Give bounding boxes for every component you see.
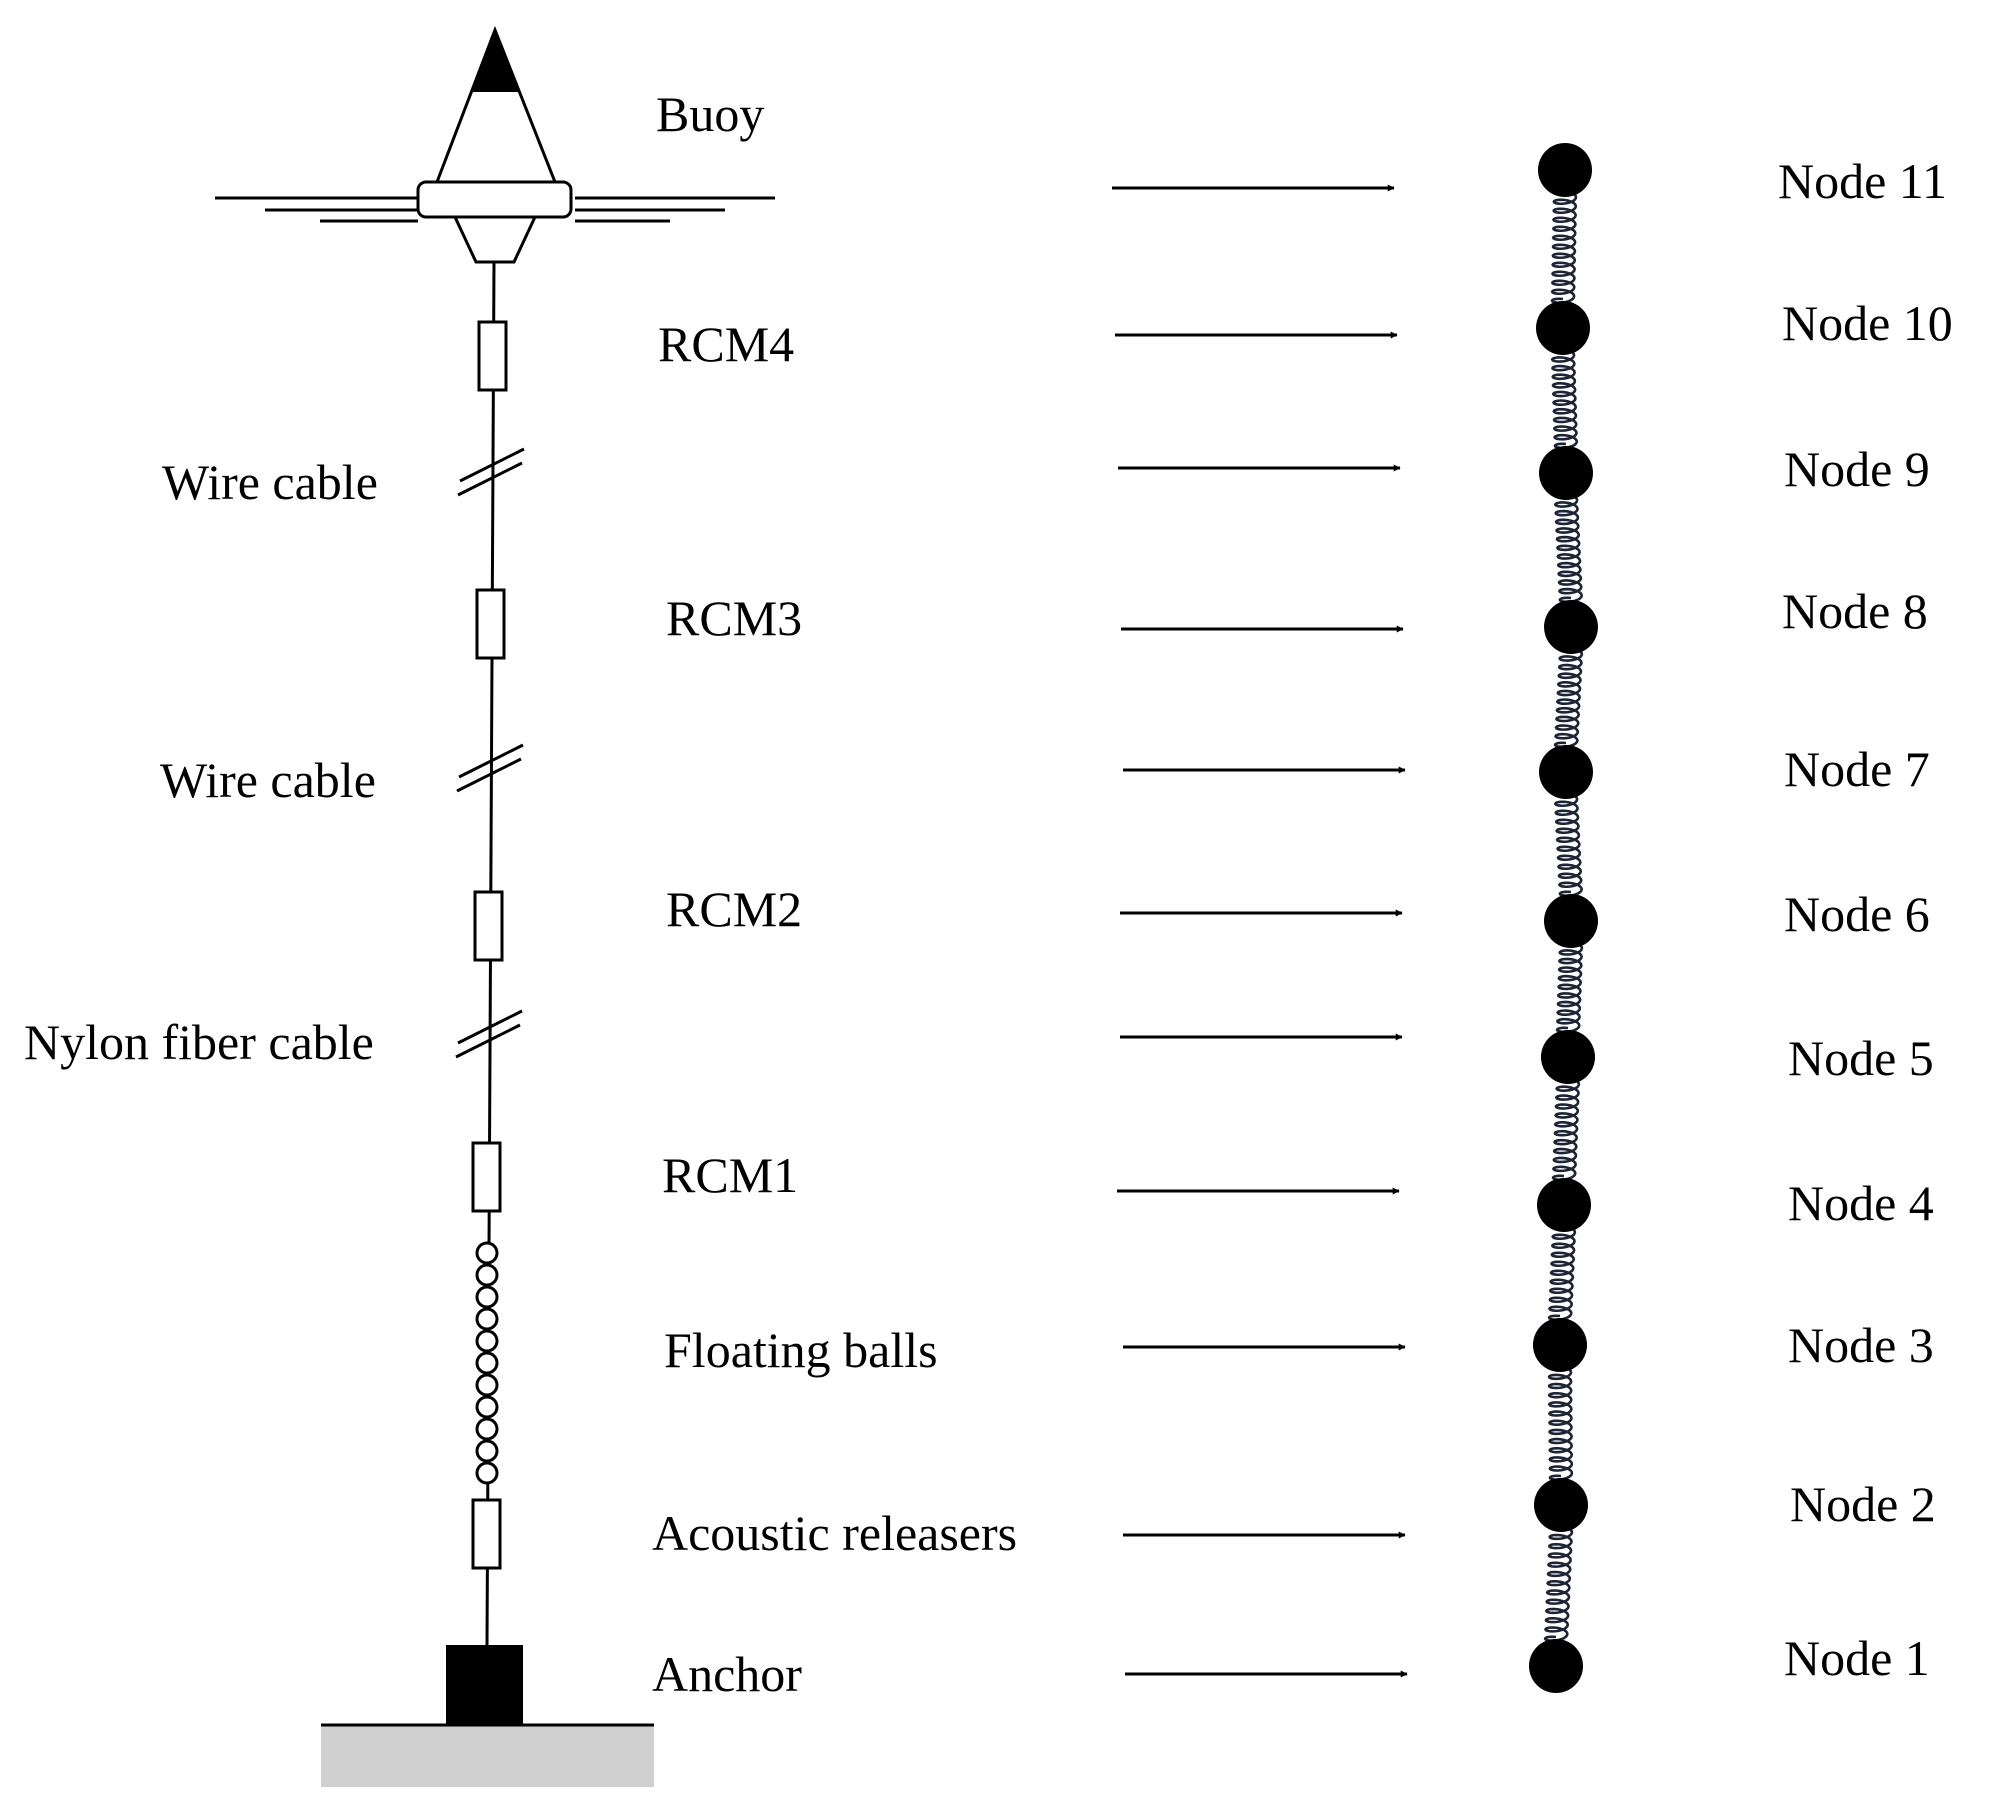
mooring-schematic	[215, 25, 775, 1787]
rcm3-shape	[475, 588, 506, 660]
node-labels: Node 11 Node 10 Node 9 Node 8 Node 7 Nod…	[1778, 153, 1953, 1686]
node-1-mass	[1529, 1639, 1583, 1693]
label-anchor: Anchor	[652, 1646, 802, 1702]
label-rcm4: RCM4	[658, 316, 794, 372]
component-labels: Buoy RCM4 RCM3 RCM2 RCM1 Floating balls …	[652, 86, 1017, 1702]
label-node-3: Node 3	[1788, 1317, 1934, 1373]
label-rcm3: RCM3	[666, 590, 802, 646]
node-11-mass	[1538, 143, 1592, 197]
spring-4	[1551, 1076, 1581, 1182]
spring-model-springs	[1543, 189, 1584, 1642]
rcm4-shape	[477, 320, 508, 392]
label-floating-balls: Floating balls	[664, 1322, 938, 1378]
label-acoustic-releasers: Acoustic releasers	[652, 1505, 1017, 1561]
rcm2-shape	[473, 890, 504, 962]
label-node-5: Node 5	[1788, 1030, 1934, 1086]
node-2-mass	[1534, 1478, 1588, 1532]
label-node-9: Node 9	[1784, 441, 1930, 497]
mapping-arrows	[1112, 184, 1408, 1678]
node-10-mass	[1536, 301, 1590, 355]
spring-7	[1553, 646, 1584, 749]
node-6-mass	[1544, 894, 1598, 948]
anchor-shape	[446, 1645, 523, 1725]
spring-8	[1553, 492, 1584, 604]
label-wire-cable-upper: Wire cable	[162, 454, 378, 510]
node-9-mass	[1539, 446, 1593, 500]
label-node-4: Node 4	[1788, 1175, 1934, 1231]
label-node-7: Node 7	[1784, 741, 1930, 797]
floating-balls-chain	[475, 1241, 499, 1485]
spring-2	[1547, 1364, 1574, 1481]
cable-break-lower	[455, 1009, 523, 1059]
spring-5	[1555, 940, 1584, 1034]
node-3-mass	[1533, 1318, 1587, 1372]
node-5-mass	[1541, 1030, 1595, 1084]
spring-3	[1547, 1224, 1577, 1322]
label-rcm1: RCM1	[662, 1147, 798, 1203]
label-node-1: Node 1	[1784, 1630, 1930, 1686]
label-nylon-fiber-cable: Nylon fiber cable	[24, 1014, 374, 1070]
label-rcm2: RCM2	[666, 881, 802, 937]
label-buoy: Buoy	[656, 86, 764, 142]
buoy-shape	[416, 25, 573, 264]
label-node-2: Node 2	[1790, 1476, 1936, 1532]
label-node-11: Node 11	[1778, 153, 1947, 209]
node-4-mass	[1537, 1178, 1591, 1232]
spring-1	[1543, 1524, 1574, 1642]
spring-10	[1550, 189, 1578, 305]
rcm1-shape	[471, 1141, 502, 1213]
sea-surface-lines	[215, 196, 775, 223]
cable-labels: Wire cable Wire cable Nylon fiber cable	[24, 454, 378, 1070]
spring-6	[1553, 791, 1584, 898]
label-node-8: Node 8	[1782, 583, 1928, 639]
acoustic-releaser-shape	[471, 1498, 502, 1570]
spring-model-nodes	[1529, 143, 1598, 1693]
label-node-10: Node 10	[1782, 295, 1953, 351]
spring-9	[1550, 347, 1579, 450]
label-node-6: Node 6	[1784, 886, 1930, 942]
label-wire-cable-lower: Wire cable	[160, 752, 376, 808]
seabed	[321, 1725, 654, 1787]
node-7-mass	[1539, 745, 1593, 799]
cable-break-middle	[456, 743, 524, 793]
cable-break-upper	[457, 447, 525, 497]
node-8-mass	[1544, 600, 1598, 654]
